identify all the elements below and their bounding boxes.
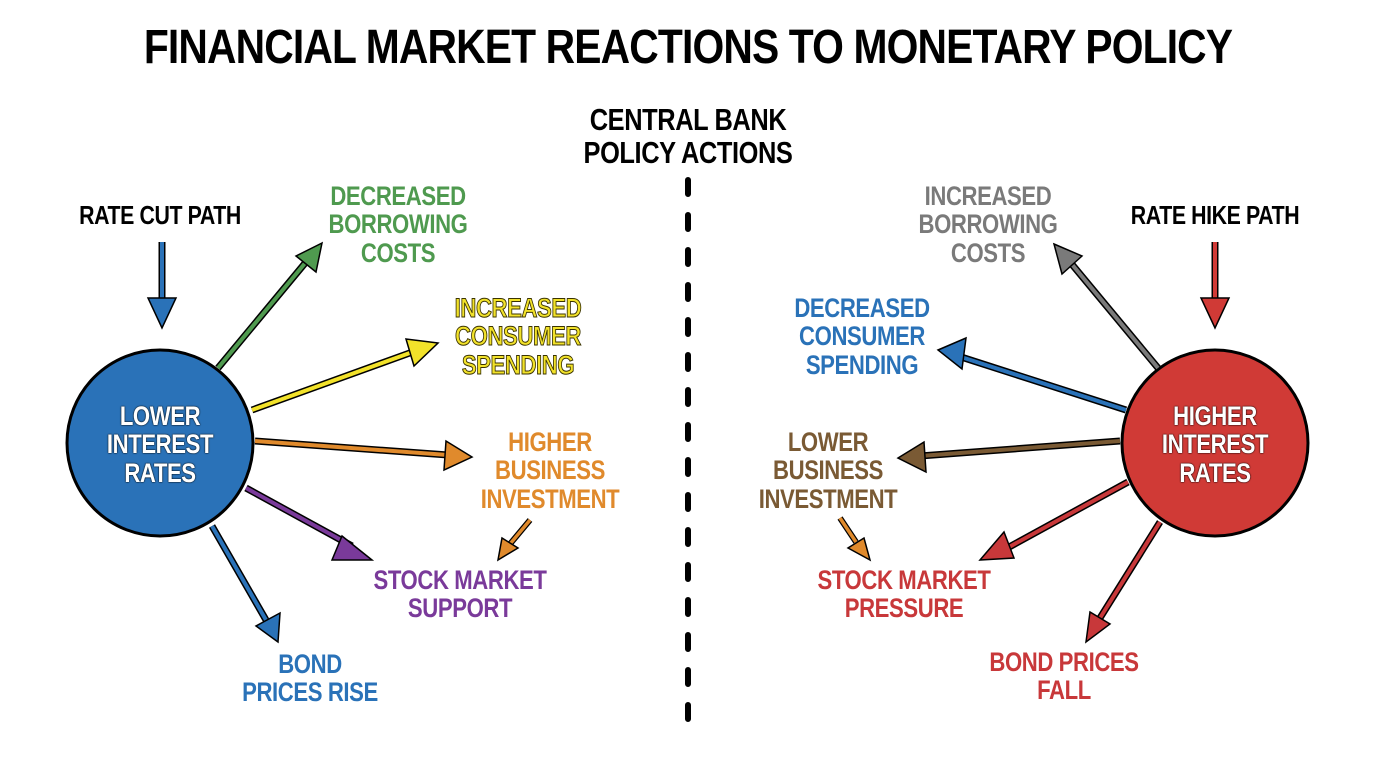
arrow-bonds-rise (208, 524, 281, 644)
arrow-stock-pressure (978, 478, 1130, 561)
arrow-borrowing-up (1052, 242, 1161, 371)
arrow-lower-invest-to-stock (837, 516, 872, 562)
arrow-investment (254, 437, 474, 472)
effect-increased-borrowing: INCREASED BORROWING COSTS (918, 181, 1058, 268)
arrow-consumer (250, 338, 440, 414)
arrow-investment-to-stock (496, 518, 533, 562)
higher-rates-circle (1120, 348, 1310, 538)
page-title: FINANCIAL MARKET REACTIONS TO MONETARY P… (143, 21, 1233, 74)
arrow-investment-down (896, 437, 1121, 474)
arrow-bonds-fall (1085, 520, 1163, 644)
central-bank-label: CENTRAL BANK POLICY ACTIONS (583, 102, 793, 170)
effect-decreased-borrowing: DECREASED BORROWING COSTS (328, 181, 468, 268)
effect-higher-investment: HIGHER BUSINESS INVESTMENT (480, 427, 620, 514)
lower-rates-label: LOWER INTEREST RATES (106, 401, 214, 488)
effect-increased-consumer: INCREASED CONSUMER SPENDING (454, 293, 582, 380)
effect-bonds-rise: BOND PRICES RISE (242, 649, 378, 708)
effect-lower-investment: LOWER BUSINESS INVESTMENT (758, 427, 898, 514)
effect-stock-support: STOCK MARKET SUPPORT (373, 565, 547, 624)
rate-hike-arrow (1199, 242, 1231, 330)
arrow-stock-support (244, 484, 375, 561)
effect-stock-pressure: STOCK MARKET PRESSURE (817, 565, 991, 624)
rate-hike-path-label: RATE HIKE PATH (1130, 200, 1300, 230)
arrow-borrowing (215, 241, 324, 371)
rate-cut-path-label: RATE CUT PATH (79, 200, 241, 230)
lower-rates-circle (65, 348, 255, 538)
effect-bonds-fall: BOND PRICES FALL (989, 647, 1139, 706)
effect-decreased-consumer: DECREASED CONSUMER SPENDING (794, 293, 930, 380)
arrow-consumer-down (936, 336, 1128, 414)
rate-cut-arrow (146, 242, 178, 330)
higher-rates-label: HIGHER INTEREST RATES (1161, 401, 1269, 488)
